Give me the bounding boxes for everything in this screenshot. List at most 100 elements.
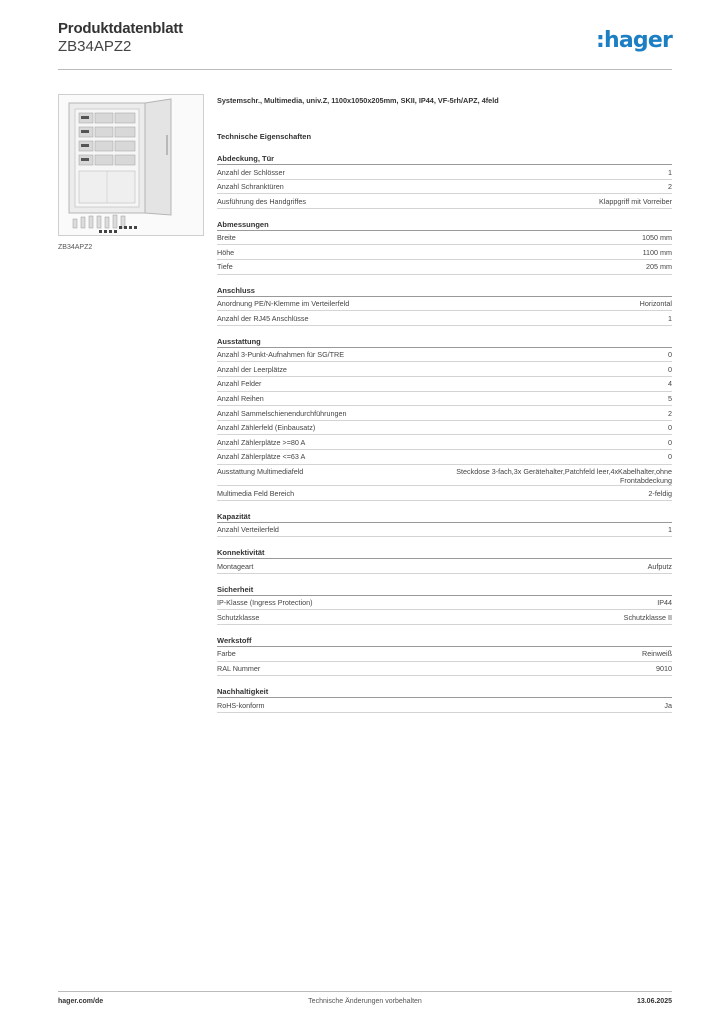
section-title: Sicherheit	[217, 584, 672, 596]
image-caption: ZB34APZ2	[58, 244, 93, 251]
spec-value: 2	[668, 408, 672, 418]
spec-row: Höhe 1100 mm	[217, 245, 672, 260]
section-title: Kapazität	[217, 511, 672, 523]
header-divider	[58, 69, 672, 70]
section-title: Werkstoff	[217, 635, 672, 647]
spec-label: Anzahl der RJ45 Anschlüsse	[217, 313, 309, 323]
spec-row: Anzahl Felder 4	[217, 377, 672, 392]
section-title: Nachhaltigkeit	[217, 686, 672, 699]
spec-row: Anzahl Zählerfeld (Einbausatz) 0	[217, 421, 672, 436]
spec-value: 4	[668, 379, 672, 389]
spec-value: Horizontal	[639, 299, 672, 309]
spec-value: Aufputz	[647, 561, 672, 571]
section-title: Ausstattung	[217, 336, 672, 348]
spec-row: Breite 1050 mm	[217, 231, 672, 246]
spec-row: Anzahl Zählerplätze >=80 A 0	[217, 435, 672, 450]
spec-label: Anzahl Zählerplätze <=63 A	[217, 452, 306, 462]
section-title: Abmessungen	[217, 219, 672, 231]
spec-row: Anzahl Schranktüren 2	[217, 180, 672, 195]
footer-website[interactable]: hager.com/de	[58, 998, 104, 1005]
spec-row: Anordnung PE/N-Klemme im Verteilerfeld Ho…	[217, 297, 672, 312]
spec-label: Farbe	[217, 649, 236, 659]
spec-label: Anzahl Reihen	[217, 394, 264, 404]
spec-row: Schutzklasse Schutzklasse II	[217, 610, 672, 625]
page-title: Produktdatenblatt	[58, 20, 183, 37]
section-title: Abdeckung, Tür	[217, 153, 672, 165]
spec-label: Anzahl Zählerplätze >=80 A	[217, 437, 306, 447]
spec-row: Anzahl Zählerplätze <=63 A 0	[217, 450, 672, 465]
spec-value: Ja	[664, 700, 672, 710]
spec-value: 1100 mm	[642, 247, 672, 257]
spec-row: RoHS-konform Ja	[217, 698, 672, 713]
spec-label: Anzahl 3-Punkt-Aufnahmen für SG/TRE	[217, 350, 345, 360]
spec-row: Farbe Reinweiß	[217, 647, 672, 662]
spec-value: 205 mm	[646, 262, 672, 272]
spec-value: 1050 mm	[642, 233, 672, 243]
spec-label: RoHS-konform	[217, 700, 265, 710]
spec-label: Multimedia Feld Bereich	[217, 488, 295, 498]
spec-label: Anzahl Sammelschienendurchführungen	[217, 408, 347, 418]
spec-row: Ausstattung Multimediafeld Steckdose 3-fa…	[217, 465, 672, 486]
spec-row: RAL Nummer 9010	[217, 662, 672, 677]
spec-label: Schutzklasse	[217, 612, 260, 622]
spec-label: Anzahl Schranktüren	[217, 182, 284, 192]
spec-value: 1	[668, 525, 672, 535]
cabinet-illustration	[68, 98, 172, 233]
spec-value: Reinweiß	[642, 649, 672, 659]
spec-value: Schutzklasse II	[623, 612, 672, 622]
spec-label: Anzahl der Leerplätze	[217, 364, 287, 374]
spec-label: Anzahl der Schlösser	[217, 167, 285, 177]
spec-value: 5	[668, 394, 672, 404]
spec-value: 1	[668, 313, 672, 323]
spec-label: Tiefe	[217, 262, 233, 272]
spec-value: Steckdose 3-fach,3x Gerätehalter,Patchfe…	[456, 467, 672, 485]
spec-row: Anzahl 3-Punkt-Aufnahmen für SG/TRE 0	[217, 348, 672, 363]
spec-label: Breite	[217, 233, 236, 243]
spec-row: Anzahl Verteilerfeld 1	[217, 523, 672, 538]
spec-value: 2	[668, 182, 672, 192]
product-description: Systemschr., Multimedia, univ.Z, 1100x10…	[217, 96, 499, 105]
spec-row: Anzahl Sammelschienendurchführungen 2	[217, 406, 672, 421]
spec-row: Anzahl der Schlösser 1	[217, 165, 672, 180]
spec-value: 9010	[656, 664, 672, 674]
spec-row: Montageart Aufputz	[217, 559, 672, 574]
spec-value: IP44	[657, 598, 672, 608]
spec-label: Anzahl Zählerfeld (Einbausatz)	[217, 423, 316, 433]
spec-label: Ausführung des Handgriffes	[217, 196, 306, 206]
spec-label: RAL Nummer	[217, 664, 261, 674]
spec-row: Tiefe 205 mm	[217, 260, 672, 275]
spec-value: 0	[668, 364, 672, 374]
hager-logo: :hager	[595, 28, 673, 53]
spec-value: 1	[668, 167, 672, 177]
spec-label: Ausstattung Multimediafeld	[217, 467, 304, 476]
section-title: Konnektivität	[217, 547, 672, 560]
spec-value: 0	[668, 452, 672, 462]
footer-divider	[58, 991, 672, 992]
section-title: Anschluss	[217, 285, 672, 297]
product-code: ZB34APZ2	[58, 38, 132, 55]
spec-value: 0	[668, 423, 672, 433]
spec-label: Anordnung PE/N-Klemme im Verteilerfeld	[217, 299, 350, 309]
spec-row: IP-Klasse (Ingress Protection)IP44	[217, 596, 672, 611]
spec-label: Anzahl Verteilerfeld	[217, 525, 279, 535]
spec-row: Anzahl Reihen 5	[217, 392, 672, 407]
spec-value: 0	[668, 437, 672, 447]
spec-content: Systemschr., Multimedia, univ.Z, 1100x10…	[217, 94, 672, 713]
spec-label: Höhe	[217, 247, 235, 257]
product-image	[58, 94, 204, 236]
spec-label: Anzahl Felder	[217, 379, 262, 389]
spec-label: Montageart	[217, 561, 254, 571]
page-header: Produktdatenblatt ZB34APZ2 :hager	[58, 20, 673, 68]
spec-value: 0	[668, 350, 672, 360]
